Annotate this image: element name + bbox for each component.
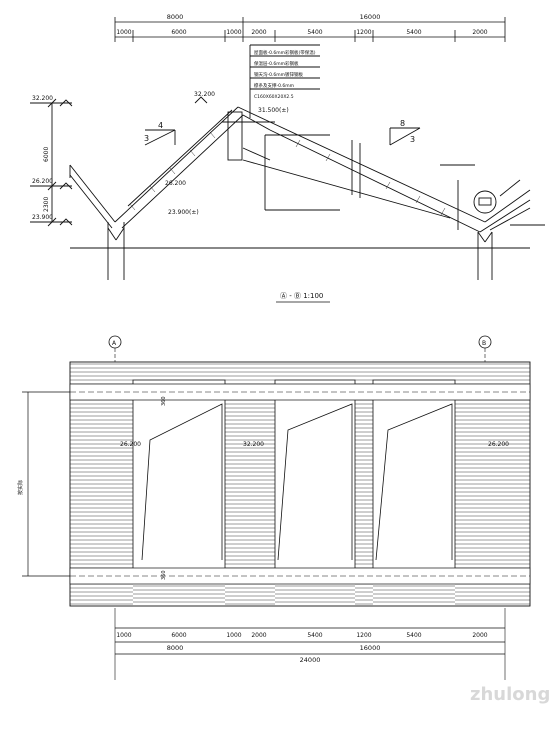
top-dim-seg-5: 5400 [307,29,322,36]
roof-plan [22,335,531,680]
vert-dim-lower: 2300 [43,197,50,212]
bottom-dim-seg-7: 5400 [406,632,421,639]
bottom-dim-seg-5: 5400 [307,632,322,639]
top-dim-seg-8: 2000 [472,29,487,36]
top-dim-seg-1: 1000 [116,29,131,36]
axis-left-label: A [112,340,117,347]
elev-left-top: 32.200 [32,95,53,102]
note-line-5: C160X60X20X2.5 [254,94,294,100]
top-dim-seg-7: 5400 [406,29,421,36]
roof-hatch [129,131,446,216]
elev-base-inner: 23.900(±) [168,209,199,216]
bottom-dim-seg-6: 1200 [356,632,371,639]
plan-elev-3: 26.200 [488,441,509,448]
elevation-title: Ⓐ - Ⓑ 1:100 [280,292,323,300]
bottom-dim-sub-right: 16000 [360,644,381,652]
top-dim-seg-6: 1200 [356,29,371,36]
roof-elevation [30,44,545,280]
bottom-dim-seg-2: 6000 [171,632,186,639]
bottom-dim-seg-1: 1000 [116,632,131,639]
bottom-dim-sub-left: 8000 [167,644,184,652]
plan-elev-1: 26.200 [120,441,141,448]
bottom-dim-total: 24000 [300,656,321,664]
top-dim-overall-right: 16000 [360,13,381,21]
note-line-2: 保温层-0.6mm彩钢板 [254,60,299,67]
slope-right-num: 8 [400,119,405,128]
plan-dim-vertical: 按实际 [17,480,24,495]
bottom-dim-seg-4: 2000 [251,632,266,639]
axis-right-label: B [482,340,486,347]
slope-left-den: 3 [144,134,149,143]
top-dim-seg-4: 2000 [251,29,266,36]
top-dim-seg-2: 6000 [171,29,186,36]
plan-label-1: 360 [161,396,167,406]
bottom-dim-seg-3: 1000 [226,632,241,639]
top-dim-seg-3: 1000 [226,29,241,36]
bottom-dim-seg-8: 2000 [472,632,487,639]
note-line-4: 檩条及支撑-0.6mm [254,82,294,89]
top-dim-overall-left: 8000 [167,13,184,21]
elev-peak: 32.200 [194,91,215,98]
note-line-3: 钢天沟-0.6mm镀锌钢板 [254,71,304,78]
elev-left-eave: 26.200 [32,178,53,185]
slope-right-den: 3 [410,135,415,144]
plan-label-2: 360 [161,570,167,580]
note-line-1: 屋面板-0.6mm彩钢板(带保温) [254,49,316,56]
vert-dim-upper: 6000 [43,147,50,162]
elev-eave-inner: 26.200 [165,180,186,187]
slope-left-num: 4 [158,121,163,130]
watermark-logo: zhulong [470,684,550,705]
elev-right-marker: 31.500(±) [258,107,289,114]
elev-left-base: 23.900 [32,214,53,221]
plan-elev-2: 32.200 [243,441,264,448]
